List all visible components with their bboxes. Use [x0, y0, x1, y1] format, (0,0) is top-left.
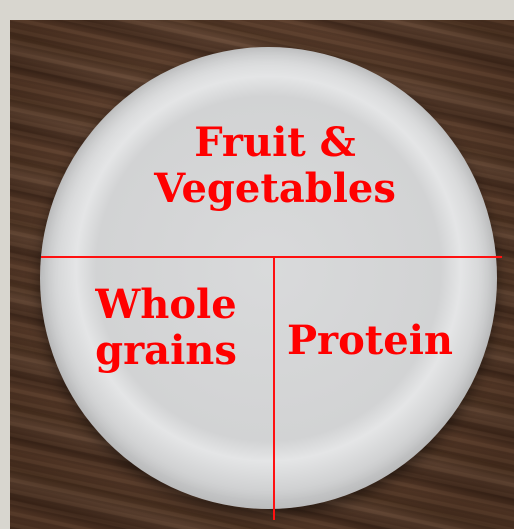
whole-grains-label: Whole grains [66, 282, 266, 375]
fruit-vegetables-label: Fruit & Vegetables [130, 120, 420, 213]
horizontal-divider-line [41, 256, 502, 258]
vertical-divider-line [273, 258, 275, 520]
protein-label: Protein [276, 318, 464, 364]
white-plate [40, 47, 497, 509]
